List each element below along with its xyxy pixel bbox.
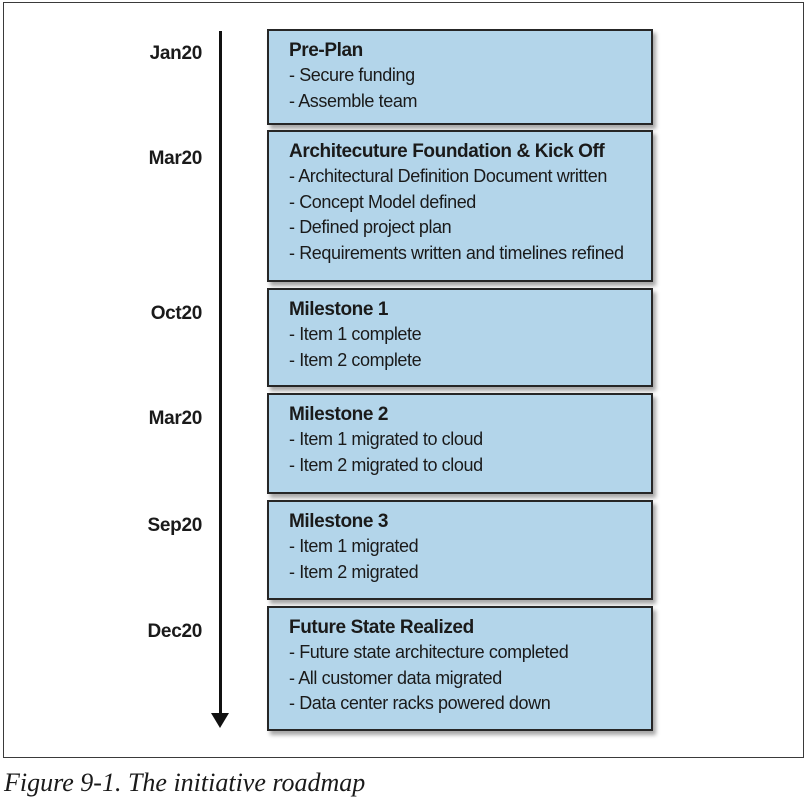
figure-caption: Figure 9-1. The initiative roadmap	[4, 768, 366, 797]
phase-items: - Secure funding - Assemble team	[289, 63, 641, 114]
phase-items: - Architectural Definition Document writ…	[289, 164, 641, 266]
date-label-oct20: Oct20	[150, 303, 203, 324]
timeline-arrow-head	[211, 713, 229, 728]
phase-item: - Item 2 complete	[289, 349, 422, 370]
timeline-axis	[219, 31, 222, 716]
phase-item: - Item 2 migrated	[289, 561, 419, 582]
phase-box-future-state: Future State Realized - Future state arc…	[267, 606, 653, 731]
phase-title: Milestone 2	[289, 404, 389, 425]
figure-frame: Jan20 Pre-Plan - Secure funding - Assemb…	[3, 2, 804, 758]
phase-item: - Assemble team	[289, 90, 418, 111]
date-label-mar20-2: Mar20	[148, 408, 203, 429]
phase-title: Architecuture Foundation & Kick Off	[289, 141, 605, 162]
phase-box-milestone-2: Milestone 2 - Item 1 migrated to cloud -…	[267, 393, 653, 494]
phase-title: Pre-Plan	[289, 40, 363, 61]
phase-box-milestone-1: Milestone 1 - Item 1 complete - Item 2 c…	[267, 288, 653, 387]
date-label-mar20: Mar20	[148, 148, 203, 169]
phase-item: - Data center racks powered down	[289, 693, 551, 713]
phase-box-architecture-foundation: Architecuture Foundation & Kick Off - Ar…	[267, 130, 653, 282]
phase-box-milestone-3: Milestone 3 - Item 1 migrated - Item 2 m…	[267, 500, 653, 600]
phase-title: Milestone 1	[289, 299, 389, 320]
date-label-dec20: Dec20	[147, 621, 203, 642]
phase-item: - Defined project plan	[289, 217, 452, 237]
phase-item: - All customer data migrated	[289, 667, 502, 688]
phase-items: - Item 1 migrated - Item 2 migrated	[289, 534, 641, 585]
phase-item: - Item 2 migrated to cloud	[289, 454, 483, 475]
phase-items: - Future state architecture completed - …	[289, 640, 641, 717]
date-label-jan20: Jan20	[149, 43, 203, 64]
phase-item: - Concept Model defined	[289, 191, 476, 212]
phase-item: - Requirements written and timelines ref…	[289, 242, 624, 263]
phase-item: - Future state architecture completed	[289, 642, 569, 662]
phase-item: - Item 1 complete	[289, 324, 422, 344]
phase-item: - Secure funding	[289, 65, 415, 85]
phase-item: - Item 1 migrated	[289, 536, 419, 556]
phase-items: - Item 1 complete - Item 2 complete	[289, 322, 641, 373]
phase-box-pre-plan: Pre-Plan - Secure funding - Assemble tea…	[267, 29, 653, 125]
phase-title: Milestone 3	[289, 511, 389, 532]
phase-item: - Item 1 migrated to cloud	[289, 429, 483, 449]
date-label-sep20: Sep20	[147, 515, 203, 536]
phase-items: - Item 1 migrated to cloud - Item 2 migr…	[289, 427, 641, 478]
phase-item: - Architectural Definition Document writ…	[289, 166, 607, 186]
phase-title: Future State Realized	[289, 617, 474, 638]
